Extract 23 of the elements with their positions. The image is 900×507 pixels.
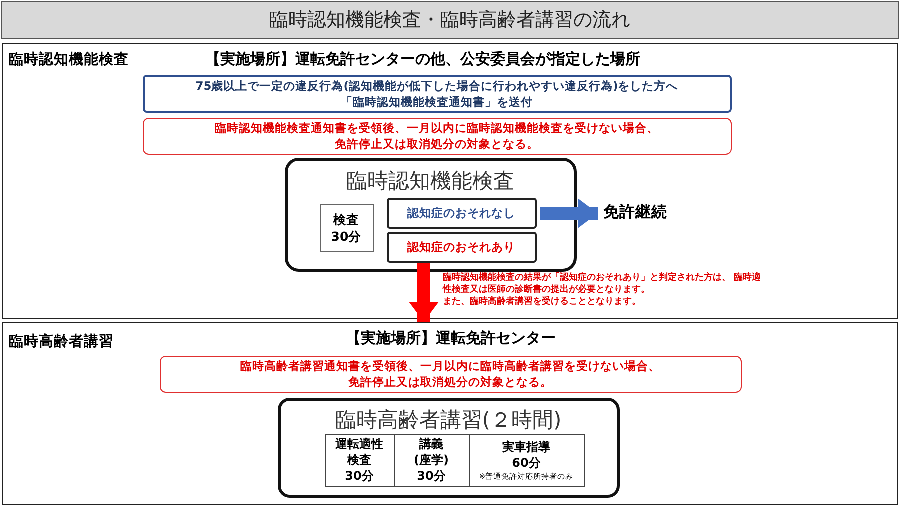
box-title: 臨時高齢者講習(２時間) (334, 406, 563, 434)
result-box: 認知症のおそれあり (386, 232, 536, 262)
result-box: 認知症のおそれなし (386, 198, 536, 228)
title-bar: 臨時認知機能検査・臨時高齢者講習の流れ (1, 1, 899, 39)
course-cell: 運転適性検査30分 (324, 434, 394, 486)
section-heading: 臨時認知機能検査 (9, 50, 129, 69)
location-text: 【実施場所】運転免許センターの他、公安委員会が指定した場所 (204, 50, 642, 69)
location-text: 【実施場所】運転免許センター (345, 329, 557, 348)
course-cell: 講義(座学)30分 (394, 434, 470, 486)
duration-cell: 検査30分 (320, 204, 374, 252)
note-text: 臨時認知機能検査の結果が「認知症のおそれあり」と判定された方は、 臨時適性検査又は医師の診断書の提出が必要となります。また、臨時高齢者講習を受けることとなります。 (443, 272, 762, 308)
section-heading: 臨時高齢者講習 (9, 332, 114, 351)
notice-box: 75歳以上で一定の違反行為(認知機能が低下した場合に行われやすい違反行為)をした方へ「臨時認知機能検査通知書」を送付 (142, 74, 732, 112)
warning-box: 臨時認知機能検査通知書を受領後、一月以内に臨時認知機能検査を受けない場合、免許停止又は取消処分の対象となる。 (142, 118, 732, 154)
box-title: 臨時認知機能検査 (346, 168, 516, 194)
arrow (540, 198, 598, 228)
course-box (278, 398, 620, 498)
section-panel (2, 322, 898, 505)
arrow (409, 263, 439, 322)
result-text: 免許継続 (600, 200, 672, 224)
warning-box: 臨時高齢者講習通知書を受領後、一月以内に臨時高齢者講習を受けない場合、免許停止又は取消処分の対象となる。 (160, 356, 742, 392)
section-panel (2, 43, 898, 319)
exam-box (284, 158, 576, 272)
